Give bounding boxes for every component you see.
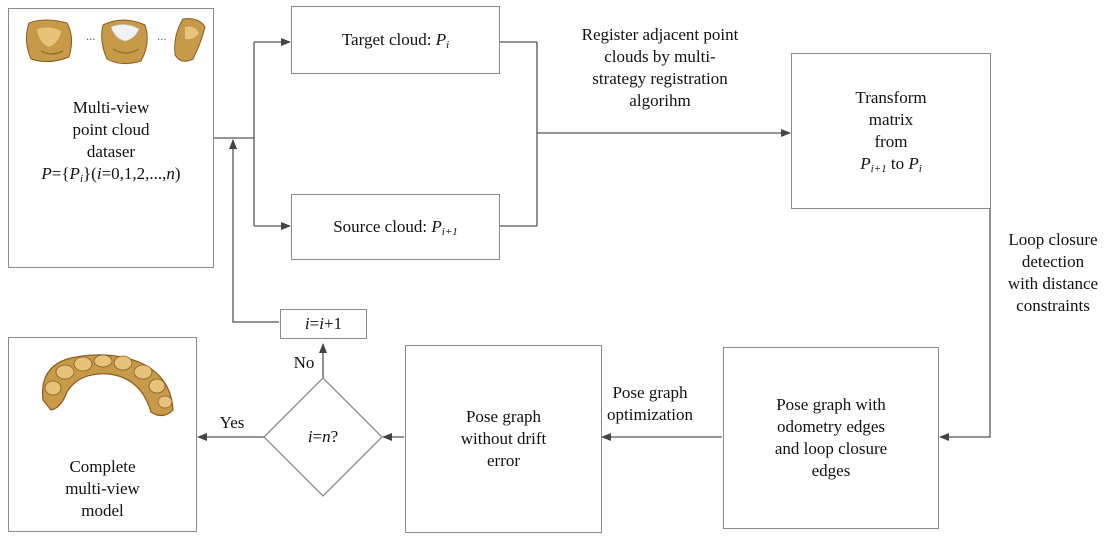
- yes-label: Yes: [219, 413, 245, 432]
- dataset-line-3: dataser: [86, 142, 136, 161]
- pose-graph-edges-box: Pose graph with odometry edges and loop …: [723, 347, 939, 529]
- arrow-feedback: [229, 139, 279, 323]
- dataset-line-1: Multi-view: [72, 98, 150, 117]
- register-label: Register adjacent point clouds by multi-…: [581, 25, 739, 110]
- dental-arch-model-icon: [41, 354, 174, 417]
- tooth-thumb-1-icon: [25, 19, 73, 63]
- dataset-formula: P={Pi}(i=0,1,2,...,n): [41, 164, 181, 185]
- no-label: No: [293, 353, 315, 372]
- pose-optimization-label: Pose graph optimization: [607, 383, 693, 424]
- decision-diamond: [263, 377, 383, 497]
- decision-label: i=n?: [307, 427, 339, 446]
- target-cloud-label: Target cloud: Pi: [341, 30, 450, 51]
- tooth-thumb-3-icon: [174, 18, 206, 62]
- complete-model-text: Complete multi-view model: [65, 457, 140, 520]
- source-cloud-box: Source cloud: Pi+1: [291, 194, 500, 260]
- arrow-loop-closure: [939, 133, 991, 441]
- increment-box: i=i+1: [280, 309, 367, 339]
- thumb-dots-2: ···: [157, 35, 167, 46]
- dataset-text: Multi-view point cloud dataser P={Pi}(i=…: [9, 97, 213, 185]
- transform-formula: Pi+1 to Pi: [860, 154, 922, 175]
- dataset-box: ··· ··· Multi-view point cloud dataser P…: [8, 8, 214, 268]
- transform-line-1: Transform: [855, 88, 927, 107]
- thumbnail-strip: ··· ···: [25, 18, 206, 65]
- source-cloud-label: Source cloud: Pi+1: [333, 217, 458, 238]
- complete-model-box: Complete multi-view model: [8, 337, 197, 532]
- dataset-line-2: point cloud: [72, 120, 150, 139]
- transform-line-2: matrix: [868, 110, 914, 129]
- thumb-dots-1: ···: [86, 35, 96, 46]
- transform-line-3: from: [874, 132, 908, 151]
- tooth-thumb-2-icon: [101, 19, 148, 65]
- loop-closure-label: Loop closure detection with distance con…: [1007, 230, 1099, 315]
- pose-graph-nodrift-box: Pose graph without drift error: [405, 345, 602, 533]
- transform-matrix-box: Transform matrix from Pi+1 to Pi: [791, 53, 991, 209]
- target-cloud-box: Target cloud: Pi: [291, 6, 500, 74]
